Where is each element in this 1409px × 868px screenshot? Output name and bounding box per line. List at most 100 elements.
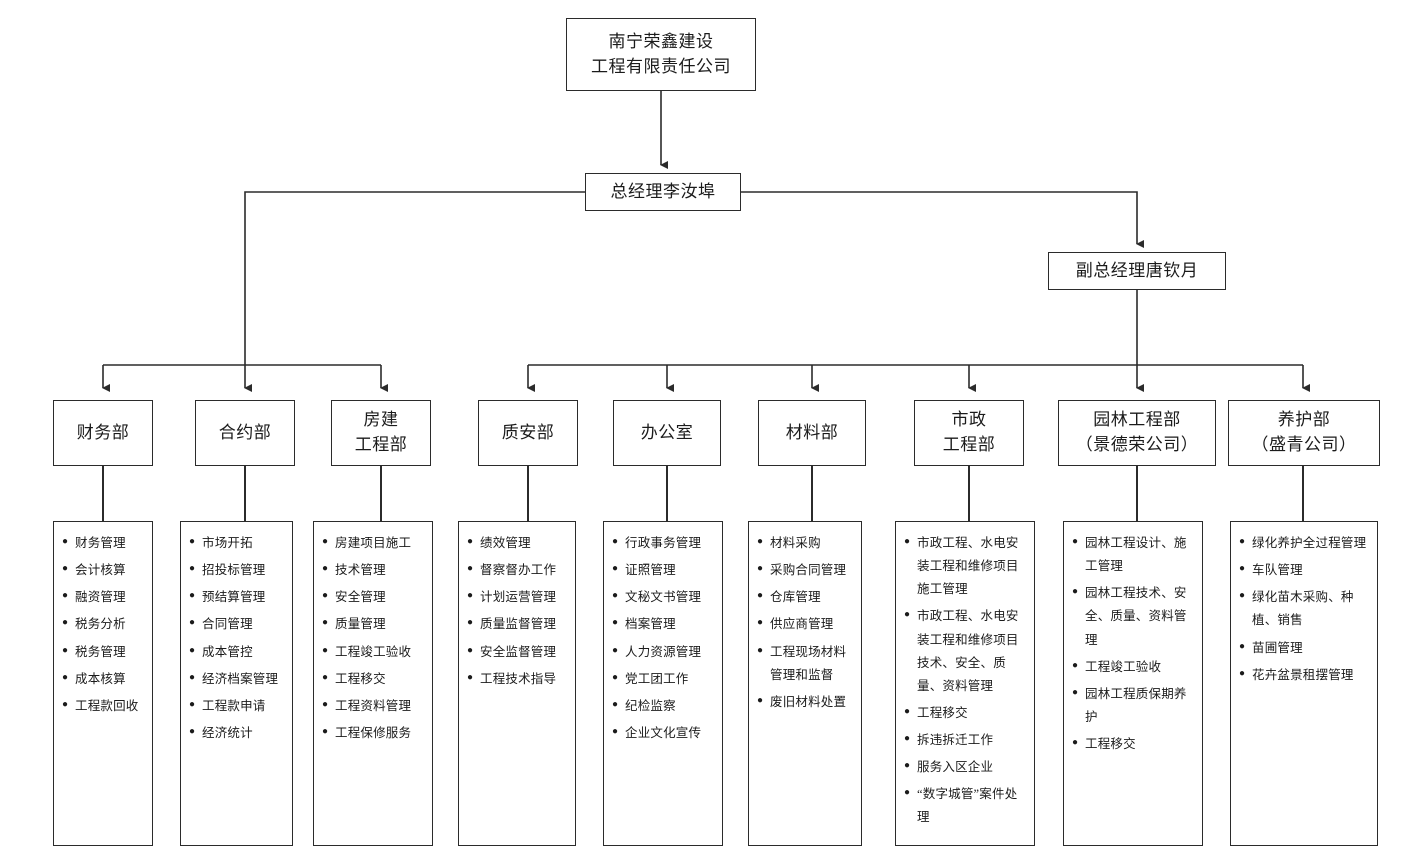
duty-item: 税务管理 <box>62 641 146 664</box>
duty-item: 安全管理 <box>322 586 426 609</box>
duty-item: 工程移交 <box>904 702 1028 725</box>
duty-item: 市政工程、水电安装工程和维修项目施工管理 <box>904 532 1028 601</box>
department-label-2: 工程部 <box>354 435 408 454</box>
department-label: 办公室 <box>640 422 694 442</box>
duty-item: 房建项目施工 <box>322 532 426 555</box>
duty-item: 经济统计 <box>189 722 286 745</box>
node-deputy-general-manager-label: 副总经理唐钦月 <box>1075 260 1199 280</box>
duty-item: 废旧材料处置 <box>757 691 855 714</box>
duties-box-maintenance[interactable]: 绿化养护全过程管理车队管理绿化苗木采购、种植、销售苗圃管理花卉盆景租摆管理 <box>1230 521 1378 846</box>
duties-list: 材料采购采购合同管理仓库管理供应商管理工程现场材料管理和监督废旧材料处置 <box>757 532 855 714</box>
duty-item: 工程保修服务 <box>322 722 426 745</box>
department-label-2: （景德荣公司） <box>1075 435 1199 454</box>
duty-item: 供应商管理 <box>757 613 855 636</box>
node-department-maintenance[interactable]: 养护部 （盛青公司） <box>1228 400 1380 466</box>
duty-item: 督察督办工作 <box>467 559 569 582</box>
duty-item: 工程款申请 <box>189 695 286 718</box>
duty-item: 党工团工作 <box>612 668 716 691</box>
duty-item: 成本核算 <box>62 668 146 691</box>
department-label: 养护部 <box>1277 410 1331 430</box>
duty-item: 文秘文书管理 <box>612 586 716 609</box>
duty-item: 经济档案管理 <box>189 668 286 691</box>
duty-item: 园林工程设计、施工管理 <box>1072 532 1196 578</box>
node-department-landscape-engineering[interactable]: 园林工程部 （景德荣公司） <box>1058 400 1216 466</box>
duties-box-contract[interactable]: 市场开拓招投标管理预结算管理合同管理成本管控经济档案管理工程款申请经济统计 <box>180 521 293 846</box>
node-department-municipal-engineering[interactable]: 市政 工程部 <box>914 400 1024 466</box>
department-label-2: （盛青公司） <box>1251 435 1357 454</box>
duty-item: 税务分析 <box>62 613 146 636</box>
duty-item: “数字城管”案件处理 <box>904 783 1028 829</box>
duty-item: 工程移交 <box>1072 733 1196 756</box>
duty-item: 工程竣工验收 <box>322 641 426 664</box>
duty-item: 安全监督管理 <box>467 641 569 664</box>
duty-item: 工程移交 <box>322 668 426 691</box>
duty-item: 质量监督管理 <box>467 613 569 636</box>
node-general-manager-label: 总经理李汝埠 <box>610 181 716 201</box>
duty-item: 仓库管理 <box>757 586 855 609</box>
duties-list: 园林工程设计、施工管理园林工程技术、安全、质量、资料管理工程竣工验收园林工程质保… <box>1072 532 1196 756</box>
duty-item: 服务入区企业 <box>904 756 1028 779</box>
duty-item: 苗圃管理 <box>1239 637 1371 660</box>
node-department-contract[interactable]: 合约部 <box>195 400 295 466</box>
node-department-building-engineering[interactable]: 房建 工程部 <box>331 400 431 466</box>
duty-item: 企业文化宣传 <box>612 722 716 745</box>
department-label: 园林工程部 <box>1093 410 1181 430</box>
duty-item: 园林工程质保期养护 <box>1072 683 1196 729</box>
duty-item: 质量管理 <box>322 613 426 636</box>
duties-list: 市场开拓招投标管理预结算管理合同管理成本管控经济档案管理工程款申请经济统计 <box>189 532 286 745</box>
duty-item: 财务管理 <box>62 532 146 555</box>
duties-box-municipal-engineering[interactable]: 市政工程、水电安装工程和维修项目施工管理市政工程、水电安装工程和维修项目技术、安… <box>895 521 1035 846</box>
duties-box-building-engineering[interactable]: 房建项目施工技术管理安全管理质量管理工程竣工验收工程移交工程资料管理工程保修服务 <box>313 521 433 846</box>
department-label: 财务部 <box>76 422 130 442</box>
node-company-label: 南宁荣鑫建设 工程有限责任公司 <box>591 31 731 76</box>
duty-item: 采购合同管理 <box>757 559 855 582</box>
duties-box-landscape-engineering[interactable]: 园林工程设计、施工管理园林工程技术、安全、质量、资料管理工程竣工验收园林工程质保… <box>1063 521 1203 846</box>
duty-item: 行政事务管理 <box>612 532 716 555</box>
duties-list: 财务管理会计核算融资管理税务分析税务管理成本核算工程款回收 <box>62 532 146 718</box>
duties-box-quality-safety[interactable]: 绩效管理督察督办工作计划运营管理质量监督管理安全监督管理工程技术指导 <box>458 521 576 846</box>
node-company[interactable]: 南宁荣鑫建设 工程有限责任公司 <box>566 18 756 91</box>
duties-list: 房建项目施工技术管理安全管理质量管理工程竣工验收工程移交工程资料管理工程保修服务 <box>322 532 426 745</box>
node-department-finance[interactable]: 财务部 <box>53 400 153 466</box>
duty-item: 绿化苗木采购、种植、销售 <box>1239 586 1371 632</box>
department-label: 质安部 <box>501 422 555 442</box>
node-department-office[interactable]: 办公室 <box>613 400 721 466</box>
duties-box-office[interactable]: 行政事务管理证照管理文秘文书管理档案管理人力资源管理党工团工作纪检监察企业文化宣… <box>603 521 723 846</box>
duty-item: 工程竣工验收 <box>1072 656 1196 679</box>
duties-list: 市政工程、水电安装工程和维修项目施工管理市政工程、水电安装工程和维修项目技术、安… <box>904 532 1028 830</box>
duty-item: 证照管理 <box>612 559 716 582</box>
duties-list: 绩效管理督察督办工作计划运营管理质量监督管理安全监督管理工程技术指导 <box>467 532 569 691</box>
duty-item: 会计核算 <box>62 559 146 582</box>
duty-item: 工程资料管理 <box>322 695 426 718</box>
duty-item: 车队管理 <box>1239 559 1371 582</box>
duty-item: 预结算管理 <box>189 586 286 609</box>
duty-item: 工程现场材料管理和监督 <box>757 641 855 687</box>
node-deputy-general-manager[interactable]: 副总经理唐钦月 <box>1048 252 1226 290</box>
duty-item: 拆违拆迁工作 <box>904 729 1028 752</box>
node-general-manager[interactable]: 总经理李汝埠 <box>585 173 741 211</box>
department-label: 市政 <box>951 410 987 430</box>
department-label-2: 工程部 <box>942 435 996 454</box>
duty-item: 工程技术指导 <box>467 668 569 691</box>
duty-item: 园林工程技术、安全、质量、资料管理 <box>1072 582 1196 651</box>
duty-item: 市场开拓 <box>189 532 286 555</box>
duties-box-materials[interactable]: 材料采购采购合同管理仓库管理供应商管理工程现场材料管理和监督废旧材料处置 <box>748 521 862 846</box>
node-department-materials[interactable]: 材料部 <box>758 400 866 466</box>
duty-item: 档案管理 <box>612 613 716 636</box>
duty-item: 成本管控 <box>189 641 286 664</box>
duty-item: 人力资源管理 <box>612 641 716 664</box>
duty-item: 材料采购 <box>757 532 855 555</box>
duty-item: 市政工程、水电安装工程和维修项目技术、安全、质量、资料管理 <box>904 605 1028 698</box>
duty-item: 招投标管理 <box>189 559 286 582</box>
department-label: 材料部 <box>785 422 839 442</box>
duties-list: 行政事务管理证照管理文秘文书管理档案管理人力资源管理党工团工作纪检监察企业文化宣… <box>612 532 716 745</box>
duty-item: 工程款回收 <box>62 695 146 718</box>
node-department-quality-safety[interactable]: 质安部 <box>478 400 578 466</box>
duty-item: 计划运营管理 <box>467 586 569 609</box>
duties-box-finance[interactable]: 财务管理会计核算融资管理税务分析税务管理成本核算工程款回收 <box>53 521 153 846</box>
duty-item: 绩效管理 <box>467 532 569 555</box>
duty-item: 融资管理 <box>62 586 146 609</box>
department-label: 合约部 <box>218 422 272 442</box>
duty-item: 纪检监察 <box>612 695 716 718</box>
